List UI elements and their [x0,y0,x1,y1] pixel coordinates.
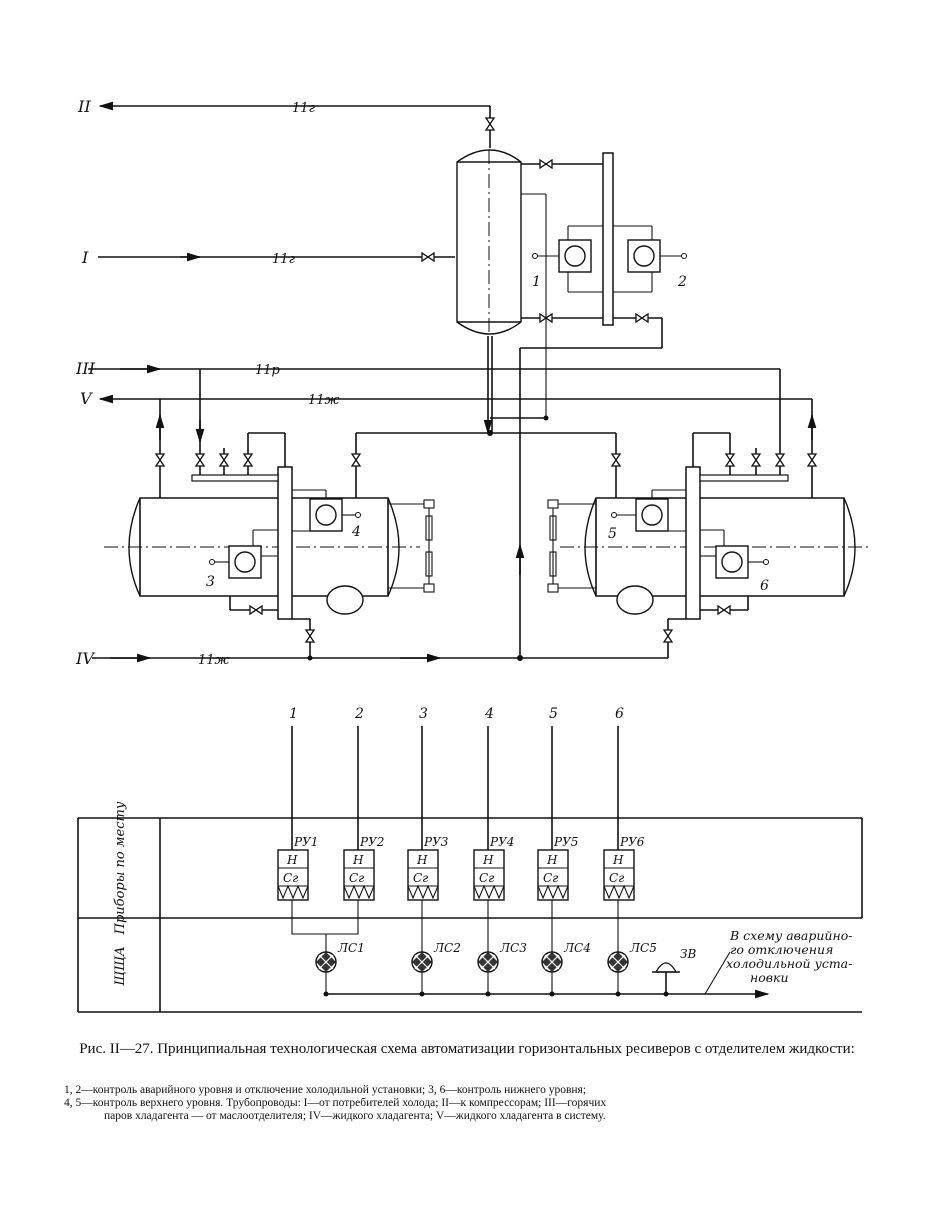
pipeline-code-11g-mid: 11г [272,252,296,267]
pipeline-label-I: I [81,248,89,267]
relay-label-1: РУ1 [293,835,318,849]
legend-line-2: 4, 5—контроль верхнего уровня. Трубопров… [64,1097,607,1109]
relay-box-1 [277,849,309,901]
figure-legend: 1, 2—контроль аварийного уровня и отключ… [64,1084,876,1123]
relay-cell-h-5: Н [546,853,558,867]
relay-cell-h-1: Н [286,853,298,867]
pipeline-code-11g-top: 11г [292,101,316,116]
lamp-cross-b-1 [318,954,334,970]
sensor-5: 5 [608,489,686,542]
relay-box-3 [407,849,439,901]
scheme-note: В схему аварийно- го отключения холодиль… [726,928,852,985]
lamp-label-5: ЛС5 [629,941,657,955]
sensor-label-2: 2 [677,274,687,290]
relay-label-5: РУ5 [553,835,578,849]
distribution-header [351,415,621,498]
relay-label-2: РУ2 [359,835,384,849]
sensor-label-5: 5 [608,526,617,542]
pipeline-label-II: II [77,97,91,116]
lamp-label-1: ЛС1 [337,941,365,955]
relay-cell-h-3: Н [416,853,428,867]
sensor-4: 4 [292,489,361,540]
relay-terminals-2 [343,884,375,900]
lamp-cross-b-4 [544,954,560,970]
signal-bus [326,951,770,999]
relay-box-5 [537,849,569,901]
sensor-1: 1 [532,225,603,293]
relay-box-6 [603,849,635,901]
relay-box-4 [473,849,505,901]
pipeline-V: V 11ж [80,389,817,498]
instrument-columns: 1Н Сг РУ1 2Н Сг РУ2 3Н Сг РУ3 4Н Сг РУ4 5Н Сг РУ5 6Н Сг Р… [277,706,657,997]
separator-drain-line [483,336,525,658]
bell-zv: ЗВ [652,947,696,997]
legend-line-3: паров хладагента — от маслоотделителя; I… [104,1110,606,1122]
pipeline-code-11zh-upper: 11ж [308,393,340,408]
scheme-note-line-2: го отключения [730,942,833,957]
relay-cell-sg-3: Сг [413,871,428,885]
scheme-note-line-4: новки [750,970,789,985]
lamp-label-2: ЛС2 [433,941,461,955]
relay-cell-sg-2: Сг [349,871,364,885]
relay-terminals-6 [603,884,635,900]
lamp-cross-b-2 [414,954,430,970]
sensor-label-4: 4 [351,524,361,540]
relay-label-4: РУ4 [489,835,514,849]
lamp-label-3: ЛС3 [499,941,527,955]
wire-relay-1-2 [291,900,359,935]
sensor-label-6: 6 [760,578,769,594]
separator-level-column [520,152,663,418]
figure-caption: Рис. II—27. Принципиальная технологическ… [79,1041,855,1057]
scheme-note-line-1: В схему аварийно- [729,928,852,943]
legend-line-1: 1, 2—контроль аварийного уровня и отключ… [64,1084,587,1096]
relay-terminals-4 [473,884,505,900]
column-label-5: 5 [549,706,558,722]
lamp-cross-b-3 [480,954,496,970]
relay-label-3: РУ3 [423,835,449,849]
relay-box-2 [343,849,375,901]
relay-cell-sg-5: Сг [543,871,558,885]
sensor-2: 2 [613,225,687,293]
relay-terminals-5 [537,884,569,900]
scheme-note-line-3: холодильной уста- [726,956,852,971]
relay-terminals-1 [277,884,309,900]
column-label-6: 6 [615,706,624,722]
row-label-field: Приборы по месту [113,801,128,935]
sensor-3: 3 [206,529,278,590]
bell-label: ЗВ [680,947,696,961]
relay-cell-h-4: Н [482,853,494,867]
pipeline-III: III 11р [75,359,785,467]
pipeline-code-11zh-lower: 11ж [198,653,230,668]
pipeline-code-11r: 11р [255,363,281,378]
column-label-3: 3 [419,706,428,722]
relay-cell-sg-6: Сг [609,871,624,885]
relay-label-6: РУ6 [619,835,645,849]
right-receiver [547,432,872,658]
pipeline-II: II 11г [77,97,495,148]
column-label-1: 1 [289,706,298,722]
control-table: Приборы по месту ЩЩА [77,801,863,1013]
pipeline-label-III: III [75,359,96,378]
relay-cell-sg-1: Сг [283,871,298,885]
row-label-panel: ЩЩА [113,946,128,986]
lamp-cross-b-5 [610,954,626,970]
lamp-label-4: ЛС4 [563,941,591,955]
left-receiver [104,432,435,658]
pipeline-label-IV: IV [75,649,95,668]
relay-cell-h-2: Н [352,853,364,867]
pipeline-label-V: V [80,389,93,408]
column-label-2: 2 [354,706,364,722]
pipeline-IV: IV 11ж [75,649,668,668]
relay-cell-sg-4: Сг [479,871,494,885]
sensor-label-3: 3 [206,574,215,590]
column-label-4: 4 [484,706,494,722]
relay-terminals-3 [407,884,439,900]
relay-cell-h-6: Н [612,853,624,867]
sensor-label-1: 1 [532,274,541,290]
liquid-separator-vessel [456,149,522,336]
pipeline-I: I 11г [81,248,455,267]
sensor-6: 6 [700,529,769,594]
